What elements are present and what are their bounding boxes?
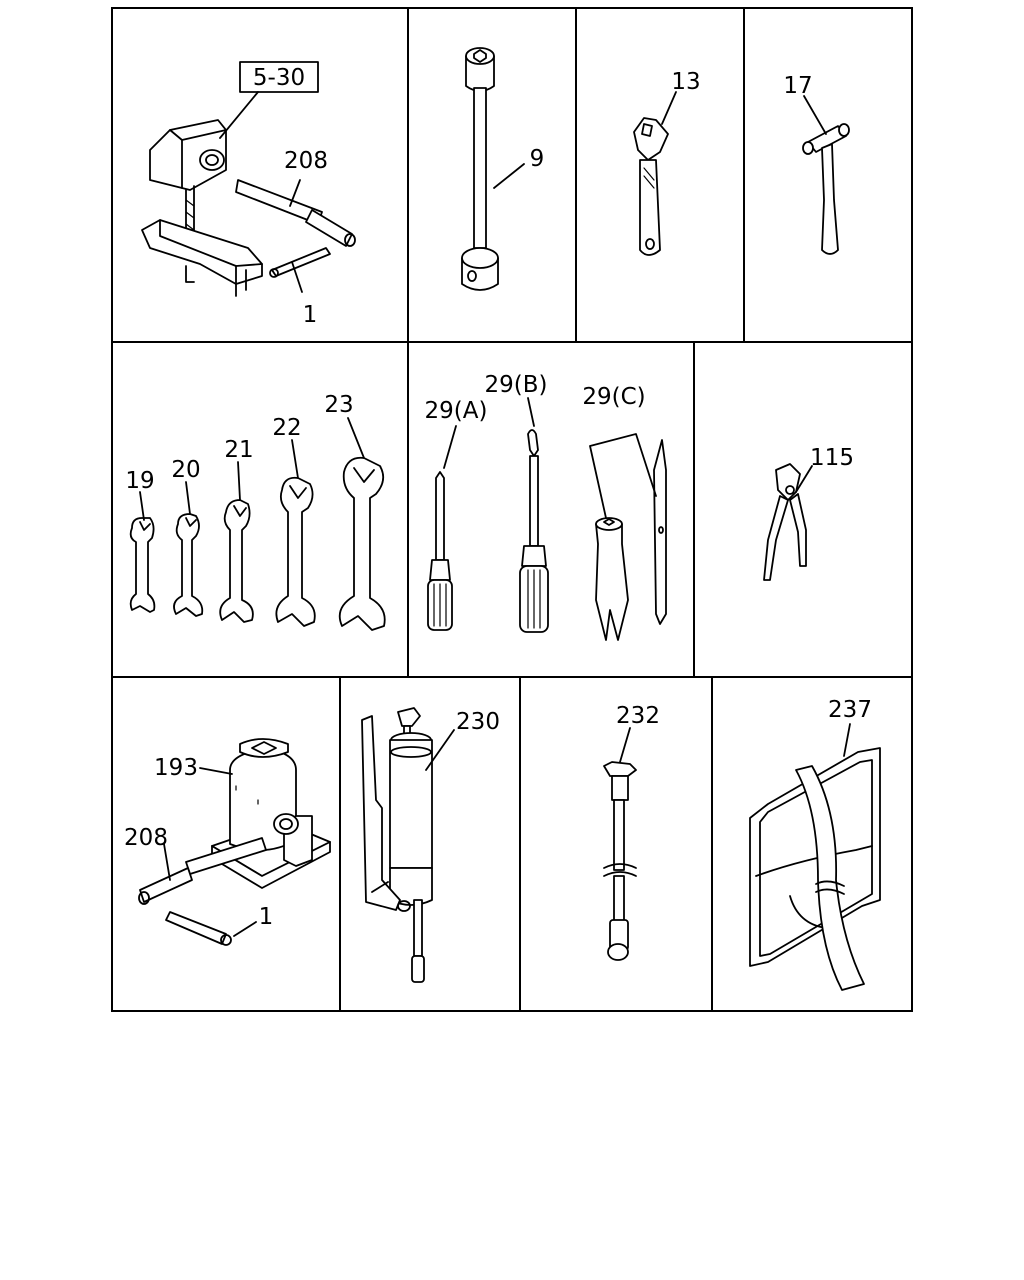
part-label-23: 23 [324, 392, 353, 418]
panel-tool-bag: 237 [749, 697, 881, 991]
screwdriver-b-illustration [519, 429, 549, 633]
panel-hammer: 17 [783, 73, 850, 255]
reference-box [239, 61, 319, 93]
wheel-nut-wrench-illustration [461, 47, 499, 291]
leader-lines [163, 767, 257, 937]
leader-line [619, 727, 631, 763]
leader-line [425, 729, 455, 771]
handle-bar-illustration [235, 179, 356, 247]
wrench-21-illustration [219, 499, 254, 623]
pin-illustration [269, 247, 331, 278]
panel-wheel-nut-wrench: 9 [461, 47, 545, 291]
part-label-232: 232 [616, 703, 660, 729]
panel-bottle-jack: 193 208 1 [124, 738, 331, 946]
panel-jack-handle-assembly: 5-30 208 1 [141, 61, 356, 328]
part-label-208: 208 [284, 148, 328, 174]
part-label-1: 1 [259, 904, 274, 930]
pin-illustration [165, 911, 232, 946]
part-label-22: 22 [272, 415, 301, 441]
part-label-13: 13 [671, 69, 700, 95]
bottle-jack-illustration [211, 738, 331, 889]
jack-head-illustration [141, 119, 263, 297]
part-label-29a: 29(A) [425, 398, 488, 424]
part-label-237: 237 [828, 697, 872, 723]
wrench-19-illustration [129, 517, 156, 613]
leader-line [795, 465, 813, 493]
leader-line [843, 723, 851, 757]
panel-pliers: 115 [763, 445, 854, 581]
part-label-20: 20 [171, 457, 200, 483]
leader-line [219, 91, 259, 139]
panel-screwdrivers: 29(A) 29(B) 29(C) [425, 372, 667, 641]
part-label-17: 17 [783, 73, 812, 99]
wrench-20-illustration [173, 513, 204, 617]
panel-grease-gun: 230 [361, 707, 500, 983]
part-label-21: 21 [224, 437, 253, 463]
part-label-115: 115 [810, 445, 854, 471]
pliers-illustration [763, 463, 807, 581]
part-label-19: 19 [125, 468, 154, 494]
panel-open-end-wrenches: 19 20 21 22 23 [125, 392, 386, 631]
grease-hose-illustration [603, 761, 637, 961]
leader-lines [139, 417, 365, 521]
leader-line [661, 91, 677, 125]
hammer-illustration [802, 123, 850, 255]
grease-gun-illustration [361, 707, 433, 983]
part-label-5-30: 5-30 [253, 65, 305, 91]
panel-grease-hose: 232 [603, 703, 660, 961]
part-label-29b: 29(B) [485, 372, 548, 398]
leader-line [289, 179, 301, 207]
panel-adjustable-wrench: 13 [633, 69, 701, 256]
screwdriver-c-illustration [595, 439, 667, 641]
leader-lines [443, 397, 657, 519]
part-label-9: 9 [530, 146, 545, 172]
leader-line [493, 163, 525, 189]
tool-bag-illustration [749, 747, 881, 991]
handle-bar-illustration [138, 837, 267, 905]
screwdriver-a-illustration [427, 471, 453, 631]
part-label-1: 1 [303, 302, 318, 328]
leader-line [291, 261, 303, 293]
part-label-193: 193 [154, 755, 198, 781]
part-label-29c: 29(C) [582, 384, 645, 410]
wrench-22-illustration [275, 476, 316, 627]
adjustable-wrench-illustration [633, 117, 669, 256]
part-label-230: 230 [456, 709, 500, 735]
panel-grid [111, 7, 913, 1012]
part-label-208: 208 [124, 825, 168, 851]
wrench-23-illustration [338, 456, 386, 631]
leader-line [803, 95, 827, 135]
